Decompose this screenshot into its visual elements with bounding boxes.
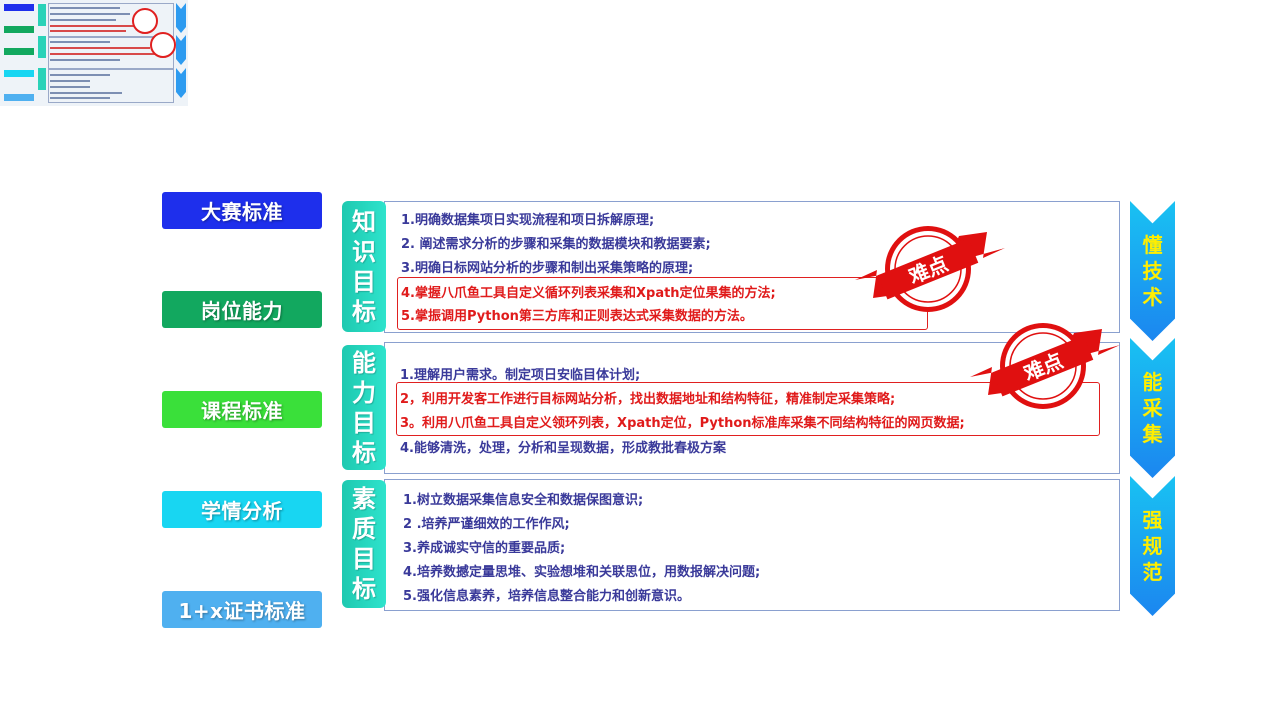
knowledge-goals-panel	[384, 201, 1120, 333]
goal-item-key: 2，利用开发客工作进行目标网站分析，找出数据地址和结构特征，精准制定采集策略;	[400, 392, 896, 407]
label-char: 知	[352, 207, 376, 236]
competition-standard-button[interactable]: 大赛标准	[162, 192, 322, 229]
label-char: 目	[352, 408, 376, 437]
ability-goals-panel	[384, 342, 1120, 474]
slide-thumbnail[interactable]	[0, 0, 188, 106]
goal-item: 1.树立数据采集信息安全和数据保图意识;	[403, 493, 644, 508]
arrow-char: 技	[1142, 259, 1163, 283]
label-char: 标	[352, 575, 376, 603]
goal-item-key: 5.掌振调用Python第三方库和正则表达式采集数据的方法。	[401, 309, 753, 324]
goal-item-key: 3。利用八爪鱼工具自定义领环列表，Xpath定位，Python标准库采集不同结构…	[400, 416, 965, 431]
goal-item: 5.强化信息素养，培养信息整合能力和创新意识。	[403, 589, 690, 604]
goal-item: 1.理解用户需求。制定项日安临目体计划;	[400, 368, 641, 383]
goal-item: 1.明确数据集项日实现流程和项日拆解原理;	[401, 213, 655, 228]
label-char: 识	[352, 237, 376, 266]
understand-tech-arrow: 懂 技 术	[1130, 201, 1175, 341]
label-char: 目	[352, 545, 376, 573]
goal-item: 4.培养数撼定量思堆、实验想堆和关联思位，用数报解决问题;	[403, 565, 761, 580]
difficulty-badge: 难点	[970, 323, 1120, 409]
label-char: 标	[352, 297, 376, 326]
label-char: 能	[352, 348, 376, 377]
goal-item: 2 .培养严谨细效的工作作风;	[403, 517, 570, 532]
quality-goals-panel	[384, 479, 1120, 611]
arrow-char: 强	[1142, 508, 1163, 532]
label-char: 力	[352, 378, 376, 407]
learning-analysis-button[interactable]: 学情分析	[162, 491, 322, 528]
goal-item: 4.能够清洗，处理，分析和呈现数据，形成教批春极方案	[400, 441, 726, 456]
arrow-char: 懂	[1142, 233, 1163, 257]
goal-item: 3.明确日标网站分析的步骤和制出采集策略的原理;	[401, 261, 694, 276]
can-collect-arrow: 能 采 集	[1130, 338, 1175, 478]
ability-goals-label: 能 力 目 标	[342, 345, 386, 470]
arrow-char: 规	[1142, 534, 1163, 558]
certificate-standard-button[interactable]: 1+x证书标准	[162, 591, 322, 628]
goal-item: 2. 阐述需求分析的步骤和采集的数据模块和教据要素;	[401, 237, 711, 252]
label-char: 质	[352, 515, 376, 543]
job-ability-button[interactable]: 岗位能力	[162, 291, 322, 328]
arrow-char: 能	[1142, 370, 1163, 394]
strengthen-norms-arrow: 强 规 范	[1130, 476, 1175, 616]
difficulty-badge: 难点	[855, 226, 1005, 312]
label-char: 目	[352, 267, 376, 296]
arrow-char: 范	[1142, 560, 1163, 584]
course-standard-button[interactable]: 课程标准	[162, 391, 322, 428]
label-char: 素	[352, 485, 376, 513]
difficulty-highlight-box	[396, 382, 1100, 436]
quality-goals-label: 素 质 目 标	[342, 480, 386, 608]
goal-item-key: 4.掌握八爪鱼工具自定义循环列表采集和Xpath定位果集的方法;	[401, 286, 776, 301]
label-char: 标	[352, 438, 376, 467]
arrow-char: 术	[1142, 285, 1163, 309]
knowledge-goals-label: 知 识 目 标	[342, 201, 386, 332]
arrow-char: 集	[1142, 422, 1163, 446]
goal-item: 3.养成诚实守信的重要品质;	[403, 541, 566, 556]
arrow-char: 采	[1142, 396, 1163, 420]
